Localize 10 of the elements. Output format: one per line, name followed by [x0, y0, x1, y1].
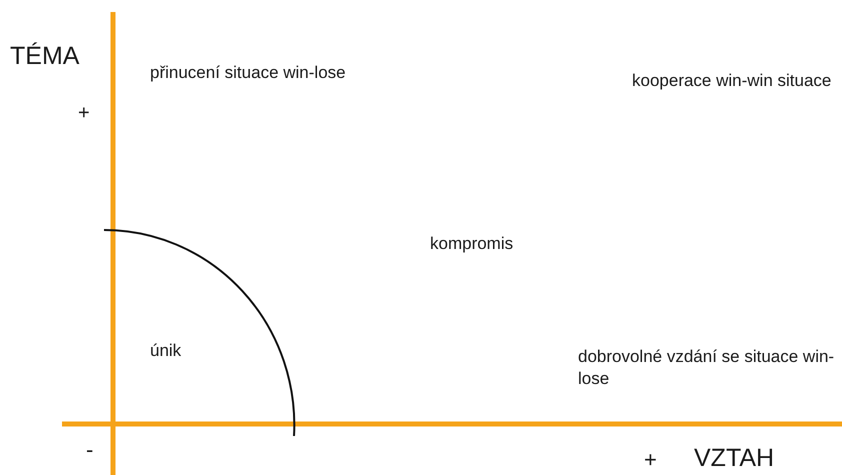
axis-label: kooperace win-win situace: [632, 70, 832, 92]
axis-label: dobrovolné vzdání se situace win-lose: [578, 346, 836, 390]
axis-label: -: [86, 436, 94, 464]
axis-label: únik: [150, 340, 182, 362]
axis-label: přinucení situace win-lose: [150, 62, 347, 84]
axis-label: TÉMA: [10, 41, 80, 72]
axis-label: +: [644, 446, 658, 474]
axis-label: kompromis: [430, 233, 514, 255]
axis-label: VZTAH: [694, 443, 776, 474]
axis-label: +: [78, 101, 91, 126]
